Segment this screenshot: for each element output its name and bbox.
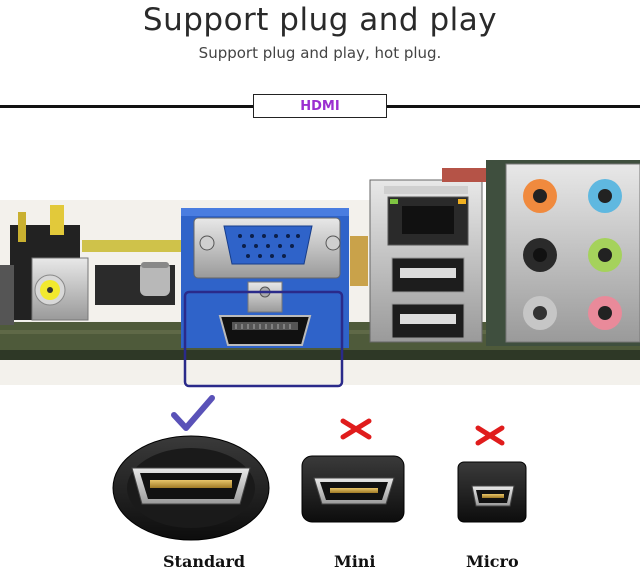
mini-hdmi-plug — [301, 455, 405, 523]
cross-icon — [475, 425, 505, 446]
page-subtitle: Support plug and play, hot plug. — [198, 44, 442, 62]
audio-jacks — [523, 179, 622, 330]
motherboard-scene — [0, 160, 640, 388]
standard-hdmi-plug — [112, 435, 270, 541]
label-standard: Standard — [163, 552, 246, 571]
board-hdmi-port — [218, 315, 312, 346]
divider-right — [386, 105, 640, 108]
capacitor — [140, 262, 170, 296]
section-label: HDMI — [253, 94, 387, 118]
micro-hdmi-plug — [457, 461, 527, 523]
cross-icon — [340, 418, 372, 440]
hdmi-highlight-frame — [183, 290, 344, 388]
page-title: Support plug and play — [142, 2, 498, 38]
divider-left — [0, 105, 254, 108]
check-icon — [171, 395, 215, 431]
label-mini: Mini — [334, 552, 376, 571]
label-micro: Micro — [466, 552, 519, 571]
